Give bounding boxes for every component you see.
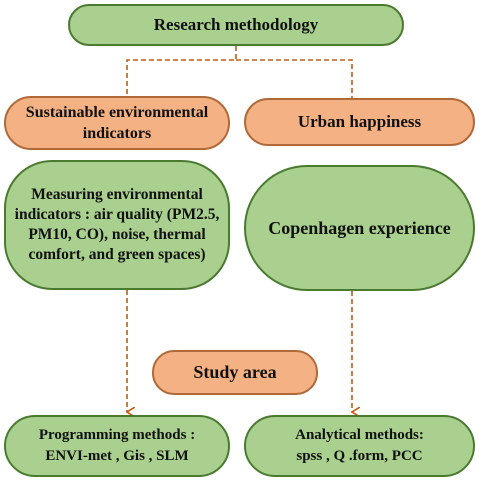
analytical-methods-node: Analytical methods: spss , Q .form, PCC xyxy=(244,415,475,477)
research-methodology-node: Research methodology xyxy=(68,4,404,46)
measuring-label-line-4: comfort, and green spaces) xyxy=(28,246,206,263)
sustainable-indicators-node: Sustainable environmental indicators xyxy=(4,96,230,150)
measuring-label-line-1: Measuring environmental xyxy=(31,186,203,203)
sustainable-label-line-2: indicators xyxy=(82,125,152,142)
measuring-indicators-node: Measuring environmental indicators : air… xyxy=(4,160,230,290)
urban-happiness-label: Urban happiness xyxy=(297,112,422,131)
analytical-label-line-1: Analytical methods: xyxy=(295,427,424,443)
connector-title-to-sustainable xyxy=(126,46,237,96)
urban-happiness-node: Urban happiness xyxy=(244,98,475,146)
research-methodology-label: Research methodology xyxy=(153,15,319,34)
connector-title-to-urban xyxy=(236,59,353,98)
analytical-label-line-2: spss , Q .form, PCC xyxy=(296,448,423,464)
measuring-label-line-3: PM10, CO), noise, thermal xyxy=(28,226,206,243)
programming-label-line-2: ENVI-met , Gis , SLM xyxy=(45,448,189,464)
programming-label-line-1: Programming methods : xyxy=(38,427,196,443)
measuring-label-line-2: indicators : air quality (PM2.5, xyxy=(14,206,220,223)
copenhagen-experience-node: Copenhagen experience xyxy=(244,165,475,291)
programming-methods-node: Programming methods : ENVI-met , Gis , S… xyxy=(4,415,230,477)
copenhagen-experience-label: Copenhagen experience xyxy=(268,217,451,238)
study-area-node: Study area xyxy=(152,350,318,395)
sustainable-label-line-1: Sustainable environmental xyxy=(25,104,209,121)
study-area-label: Study area xyxy=(193,362,277,382)
